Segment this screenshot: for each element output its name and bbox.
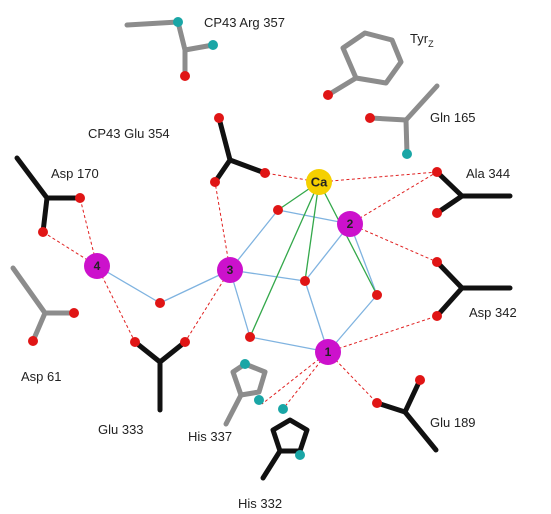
residue-sticks-grey [10, 19, 440, 427]
calcium-links [249, 181, 378, 338]
calcium-ion: Ca [306, 169, 332, 195]
label-his337: His 337 [188, 429, 232, 444]
manganese-ion-4-label: 4 [94, 259, 101, 273]
oxygen-atoms [28, 71, 442, 408]
manganese-ion-3: 3 [217, 257, 243, 283]
label-cp43-arg357: CP43 Arg 357 [204, 15, 285, 30]
residue-sticks-black [14, 115, 513, 481]
label-asp342: Asp 342 [469, 305, 517, 320]
nitrogen-atoms [173, 17, 412, 460]
cluster-links [96, 209, 378, 353]
manganese-ion-1: 1 [315, 339, 341, 365]
manganese-ion-4: 4 [84, 253, 110, 279]
label-tyr-z: TyrZ [410, 31, 434, 49]
label-his332: His 332 [238, 496, 282, 511]
manganese-ion-2-label: 2 [347, 217, 354, 231]
label-glu333: Glu 333 [98, 422, 144, 437]
manganese-ion-3-label: 3 [227, 263, 234, 277]
label-ala344: Ala 344 [466, 166, 510, 181]
calcium-ion-label: Ca [311, 175, 328, 190]
label-asp61: Asp 61 [21, 369, 61, 384]
label-asp170: Asp 170 [51, 166, 99, 181]
label-glu189: Glu 189 [430, 415, 476, 430]
label-cp43-glu354: CP43 Glu 354 [88, 126, 170, 141]
label-gln165: Gln 165 [430, 110, 476, 125]
manganese-ion-2: 2 [337, 211, 363, 237]
manganese-ion-1-label: 1 [325, 345, 332, 359]
